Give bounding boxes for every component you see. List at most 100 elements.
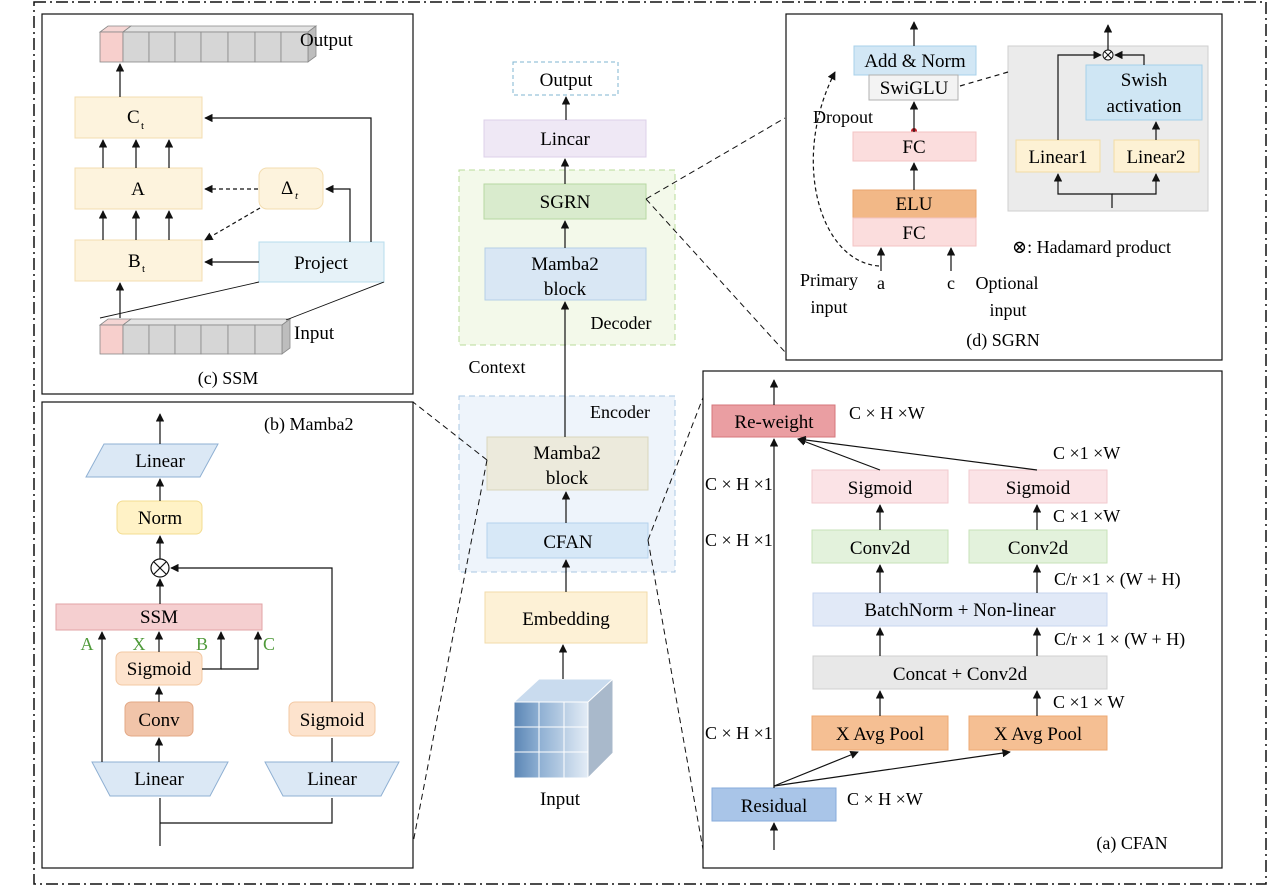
input-cube-icon — [512, 677, 615, 780]
multiply-icon — [150, 558, 170, 578]
ssm-box — [55, 603, 263, 631]
primary-input-line1: Primary — [800, 270, 858, 290]
a-label: A — [131, 179, 145, 200]
encoder-label: Encoder — [590, 402, 650, 422]
output-label: Output — [540, 70, 594, 91]
linear2-box — [1113, 139, 1200, 173]
residual-box — [711, 787, 837, 822]
linear-right-trapezoid — [264, 761, 400, 797]
fc-top-label: FC — [902, 137, 925, 158]
project-label: Project — [294, 253, 349, 274]
linear-left-trapezoid — [91, 761, 229, 797]
hadamard-legend: ⊗: Hadamard product — [1012, 237, 1171, 257]
xavg-right-label: X Avg Pool — [994, 724, 1082, 745]
mamba2-panel: (b) Mamba2 Linear Norm SSM A X B C Sigmo… — [41, 401, 414, 869]
mamba2-arrows — [97, 413, 333, 846]
xavg-left-box — [811, 715, 949, 751]
hadamard-icon — [1102, 49, 1114, 61]
mamba2-caption: (b) Mamba2 — [264, 414, 353, 435]
sgrn-label: SGRN — [540, 192, 591, 213]
zoom-guides — [412, 117, 786, 856]
ssm-output-label: Output — [300, 30, 354, 51]
cfan-panel: Re-weight C × H ×W C ×1 ×W C × H ×1 Sigm… — [702, 370, 1223, 869]
dim-ch1-b: C × H ×1 — [705, 530, 773, 550]
delta-box — [258, 167, 324, 210]
a-box — [74, 167, 203, 210]
input-a-label: a — [877, 273, 885, 293]
linear1-label: Linear1 — [1028, 147, 1087, 168]
sigmoid-left-label: Sigmoid — [848, 478, 913, 499]
main-arrows — [558, 96, 571, 679]
sigmoid-right-label: Sigmoid — [1006, 478, 1071, 499]
decoder-mamba-line2: block — [544, 279, 587, 300]
bt-box — [74, 239, 203, 282]
sgrn-arrows — [812, 21, 1161, 271]
concat-box — [812, 655, 1108, 690]
reweight-label: Re-weight — [734, 412, 814, 433]
dim-cr-a: C/r ×1 × (W + H) — [1054, 569, 1181, 590]
ssm-arrows — [98, 63, 385, 321]
cfan-label: CFAN — [543, 532, 593, 553]
ssm-input-sequence — [98, 318, 292, 355]
concat-label: Concat + Conv2d — [893, 664, 1028, 685]
output-box — [512, 61, 619, 96]
linear-top-trapezoid — [85, 443, 219, 478]
sgrn-caption: (d) SGRN — [966, 330, 1040, 351]
swish-line2: activation — [1107, 96, 1182, 117]
optional-input-line1: Optional — [976, 273, 1039, 293]
cfan-box — [486, 522, 649, 559]
label-c: C — [263, 634, 275, 654]
sgrn-panel: Add & Norm SwiGLU Dropout FC ELU FC Prim… — [785, 13, 1223, 361]
input-label: Input — [540, 789, 581, 810]
ct-sub: t — [141, 120, 144, 132]
input-c-label: c — [947, 273, 955, 293]
add-norm-box — [853, 45, 977, 76]
encoder-mamba-line2: block — [546, 468, 589, 489]
label-b: B — [196, 634, 208, 654]
ssm-caption: (c) SSM — [198, 368, 259, 389]
swiglu-box — [868, 74, 959, 101]
ssm-input-label: Input — [294, 323, 335, 344]
bt-label: B — [128, 251, 141, 272]
residual-label: Residual — [741, 796, 808, 817]
decoder-label: Decoder — [591, 313, 652, 333]
sigmoid-right-label: Sigmoid — [300, 710, 365, 731]
dim-c1w-bot: C ×1 × W — [1053, 692, 1124, 712]
dim-residual: C × H ×W — [847, 789, 923, 809]
dim-ch1-a: C × H ×1 — [705, 474, 773, 494]
fc-top-box — [852, 131, 977, 162]
label-a: A — [81, 634, 94, 654]
primary-input-line2: input — [810, 297, 847, 317]
cfan-arrows — [769, 379, 1042, 850]
xavg-left-label: X Avg Pool — [836, 724, 924, 745]
label-x: X — [133, 634, 146, 654]
xavg-right-box — [968, 715, 1108, 751]
linear-right-label: Linear — [307, 769, 357, 790]
context-label: Context — [469, 357, 526, 377]
encoder-mamba-box — [486, 436, 649, 491]
sigmoid-left-label: Sigmoid — [127, 659, 192, 680]
fc-bottom-label: FC — [902, 223, 925, 244]
swish-line1: Swish — [1121, 70, 1168, 91]
batchnorm-label: BatchNorm + Non-linear — [864, 600, 1056, 621]
linear-box — [483, 119, 647, 158]
add-norm-label: Add & Norm — [864, 51, 966, 72]
main-pipeline: Output Lincar SGRN Mamba2 block Decoder … — [412, 61, 786, 856]
dim-c1w-top: C ×1 ×W — [1053, 443, 1120, 463]
ssm-panel: Output C t A Δ t B t Project Input (c) S… — [41, 13, 414, 395]
dropout-label: Dropout — [813, 107, 873, 127]
outer-frame — [33, 1, 1267, 885]
swiglu-label: SwiGLU — [880, 78, 949, 99]
embedding-label: Embedding — [522, 609, 610, 630]
reweight-box — [711, 404, 836, 438]
delta-sub: t — [295, 190, 299, 202]
linear-label: Lincar — [540, 129, 590, 150]
swish-box — [1085, 64, 1203, 121]
fc-bottom-box — [852, 217, 977, 247]
conv-left-label: Conv2d — [850, 538, 911, 559]
decoder-mamba-box — [484, 247, 647, 301]
conv-right-label: Conv2d — [1008, 538, 1069, 559]
elu-label: ELU — [896, 194, 933, 215]
sigmoid-right-box — [968, 469, 1108, 504]
